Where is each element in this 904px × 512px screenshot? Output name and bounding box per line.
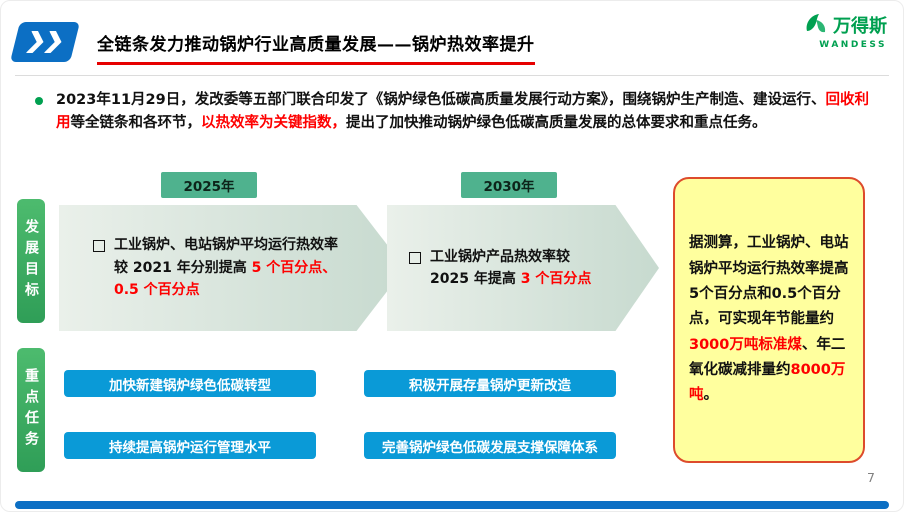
callout-segment-red: 8000万吨 [689, 362, 846, 404]
side-label-development-goals: 发展目标 [17, 199, 45, 323]
square-bullet-icon [409, 251, 421, 264]
intro-segment: 等全链条和各环节， [70, 115, 202, 132]
chevron-right-icon [44, 31, 64, 53]
milestone-arrow-2030: 工业锅炉产品热效率较 2025 年提高 3 个百分点 [387, 205, 659, 331]
logo-name: 万得斯 [833, 16, 887, 37]
chevron-right-icon [26, 31, 46, 53]
callout-segment: 、年二氧化碳减排量约 [689, 336, 846, 379]
intro-segment: 2023年11月29日，发改委等五部门联合印发了《锅炉绿色低碳高质量发展行动方案… [56, 92, 826, 108]
square-bullet-icon [93, 240, 105, 253]
callout-segment: 。 [703, 387, 719, 404]
milestone-text-2025: 工业锅炉、电站锅炉平均运行热效率较 2021 年分别提高 5 个百分点、0.5 … [114, 234, 339, 301]
task-item-green-transition: 加快新建锅炉绿色低碳转型 [64, 370, 316, 397]
logo-latin: WANDESS [819, 40, 887, 50]
intro-segment-red: 以热效率为关键指数， [201, 115, 346, 132]
leaf-logo-icon [803, 11, 829, 39]
callout-segment-red: 3000万吨标准煤 [689, 336, 802, 353]
year-badge-2030: 2030年 [461, 172, 557, 198]
double-chevron-icon [10, 22, 80, 62]
intro-block: 2023年11月29日，发改委等五部门联合印发了《锅炉绿色低碳高质量发展行动方案… [35, 89, 869, 135]
milestone-segment: 工业锅炉产品热效率较 2025 年提高 [430, 248, 570, 287]
estimate-callout-box: 据测算，工业锅炉、电站锅炉平均运行热效率提高5个百分点和0.5个百分点，可实现年… [673, 177, 865, 463]
header-divider [15, 75, 889, 76]
wandess-logo: 万得斯 WANDESS [803, 11, 887, 50]
slide-title: 全链条发力推动锅炉行业高质量发展——锅炉热效率提升 [97, 30, 535, 65]
bottom-accent-bar [15, 501, 889, 509]
page-number: 7 [867, 470, 875, 485]
task-item-support-system: 完善锅炉绿色低碳发展支撑保障体系 [364, 432, 616, 459]
milestone-segment: 工业锅炉、电站锅炉平均运行热效率较 2021 年分别提高 [114, 237, 338, 276]
intro-segment-red: 回收利用 [56, 92, 869, 132]
estimate-callout-text: 据测算，工业锅炉、电站锅炉平均运行热效率提高5个百分点和0.5个百分点，可实现年… [689, 231, 849, 409]
year-badge-2025: 2025年 [161, 172, 257, 198]
callout-segment: 据测算，工业锅炉、电站锅炉平均运行热效率提高5个百分点和0.5个百分点，可实现年… [689, 235, 849, 328]
bullet-dot-icon [35, 97, 43, 105]
task-item-retrofit: 积极开展存量锅炉更新改造 [364, 370, 616, 397]
milestone-segment-red: 3 个百分点 [520, 271, 592, 287]
milestone-segment-red: 5 个百分点、0.5 个百分点 [114, 259, 337, 299]
intro-segment: 提出了加快推动锅炉绿色低碳高质量发展的总体要求和重点任务。 [346, 115, 767, 132]
intro-paragraph: 2023年11月29日，发改委等五部门联合印发了《锅炉绿色低碳高质量发展行动方案… [56, 89, 869, 135]
side-label-key-tasks: 重点任务 [17, 348, 45, 472]
milestone-arrow-2025: 工业锅炉、电站锅炉平均运行热效率较 2021 年分别提高 5 个百分点、0.5 … [59, 205, 405, 331]
task-item-operation-management: 持续提高锅炉运行管理水平 [64, 432, 316, 459]
milestone-text-2030: 工业锅炉产品热效率较 2025 年提高 3 个百分点 [430, 246, 605, 291]
